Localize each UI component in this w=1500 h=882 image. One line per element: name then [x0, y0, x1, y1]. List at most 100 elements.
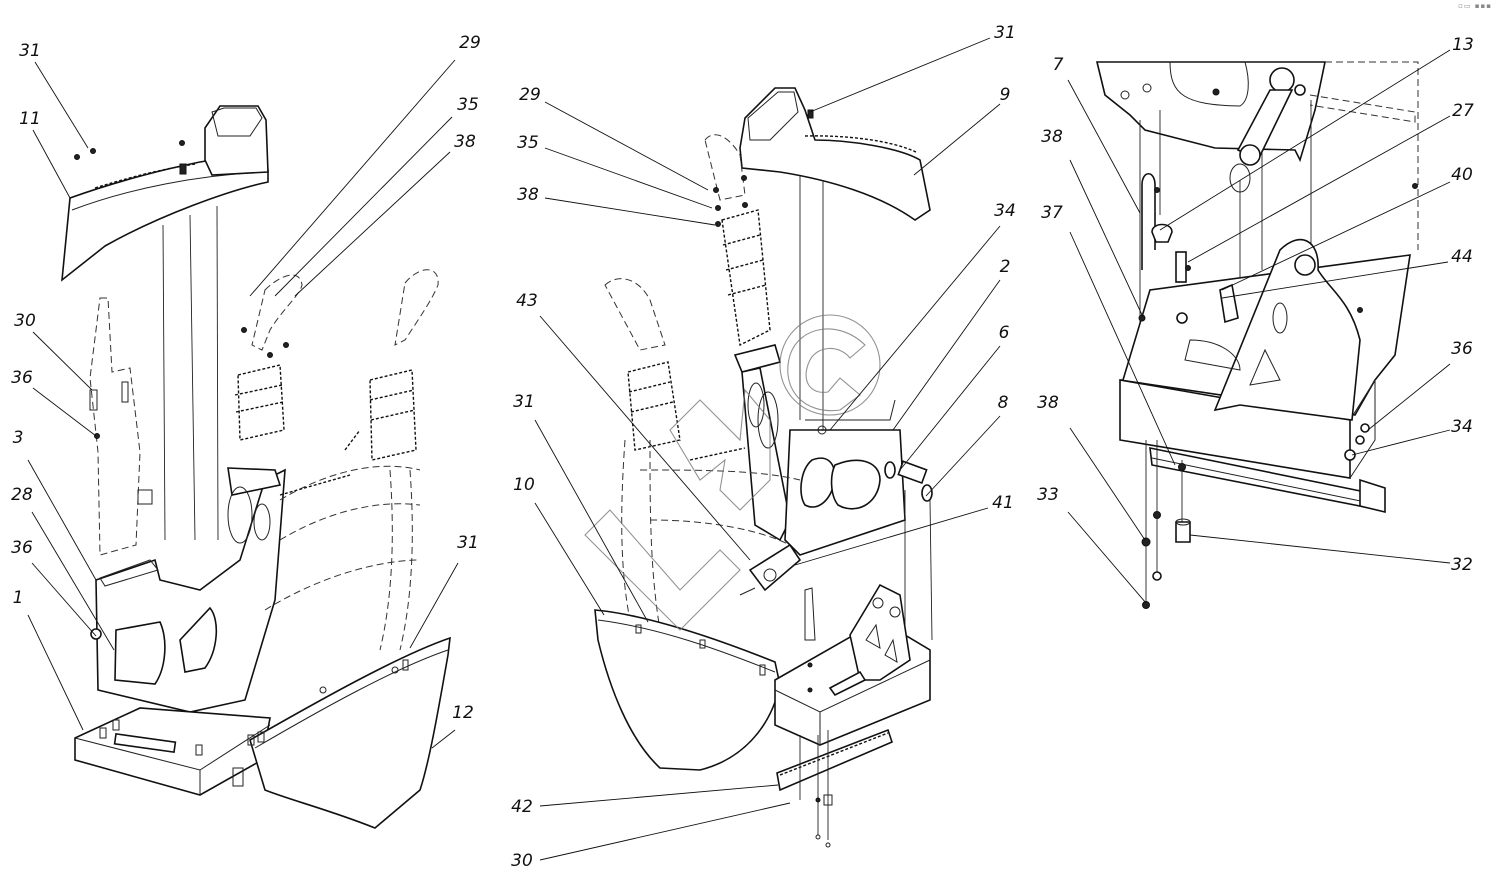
part-joystick-middle: [704, 134, 771, 347]
callout-label: 38: [454, 132, 476, 152]
part-pedestal-body: [90, 467, 286, 713]
callout-label: 34: [1451, 417, 1473, 437]
callout-label: 28: [11, 485, 33, 505]
part-joystick-left: [234, 274, 303, 441]
part-side-fastener: [1344, 423, 1370, 461]
part-side-fairing-middle: [594, 609, 781, 771]
callout-label: 29: [459, 33, 481, 53]
part-bracket: [739, 543, 802, 596]
leader-line: [1069, 427, 1146, 541]
part-side-pillar: [89, 297, 153, 556]
callout-label: 31: [19, 41, 41, 61]
part-armrest-cover-right: [739, 87, 931, 221]
part-side-fairing: [247, 636, 451, 829]
callout-label: 1: [13, 588, 24, 608]
callout-label: 9: [1000, 85, 1011, 105]
callout-label: 6: [999, 323, 1010, 343]
part-armrest-cover-left: [61, 105, 269, 282]
leader-line: [1187, 115, 1451, 263]
watermark: [584, 314, 881, 631]
leader-line: [31, 562, 97, 637]
middle-view: [584, 87, 933, 848]
callout-label: 8: [998, 393, 1009, 413]
part-upper-plate: [1095, 61, 1419, 250]
part-rail: [776, 728, 893, 848]
corner-mark: ▫▭ ▪▪▪: [1458, 2, 1492, 10]
leader-line: [1189, 534, 1451, 564]
callout-label: 35: [517, 133, 539, 153]
leader-line: [274, 116, 453, 297]
left-view-callouts: 31 11 29 35 38 30 36 3 28 36 1 31 12: [11, 33, 481, 749]
callout-label: 30: [511, 851, 533, 871]
callout-label: 40: [1451, 165, 1473, 185]
part-console-housing: [733, 344, 906, 556]
leader-line: [1067, 511, 1147, 604]
callout-label: 42: [511, 797, 533, 817]
leader-line: [899, 345, 1001, 471]
part-base-plate-left: [74, 707, 271, 796]
leader-line: [1067, 79, 1141, 214]
leader-line: [913, 103, 1001, 176]
callout-label: 44: [1451, 247, 1473, 267]
leader-line: [294, 151, 451, 297]
leader-line: [32, 129, 71, 199]
callout-label: 36: [11, 368, 33, 388]
leader-line: [32, 331, 93, 391]
callout-label: 3: [13, 428, 24, 448]
leader-line: [31, 511, 115, 651]
leader-line: [544, 197, 716, 226]
callout-label: 29: [519, 85, 541, 105]
callout-label: 33: [1037, 485, 1059, 505]
callout-label: 30: [14, 311, 36, 331]
leader-line: [27, 459, 97, 581]
callout-label: 10: [513, 475, 535, 495]
leader-line: [1069, 231, 1176, 466]
callout-label: 12: [452, 703, 474, 723]
leader-line: [794, 507, 989, 566]
callout-label: 36: [11, 538, 33, 558]
part-bottom-fasteners: [1141, 440, 1191, 609]
middle-view-callouts: 31 29 9 35 38 34 2 43 6 31 8 10 41 42 30: [511, 23, 1016, 871]
callout-label: 11: [19, 109, 41, 129]
callout-label: 38: [517, 185, 539, 205]
callout-label: 7: [1053, 55, 1064, 75]
leader-line: [539, 802, 791, 861]
leader-line: [431, 729, 456, 749]
leader-line: [1159, 49, 1451, 231]
leader-line: [539, 315, 751, 561]
leader-line: [34, 61, 89, 149]
callout-label: 37: [1041, 203, 1063, 223]
leader-line: [249, 59, 456, 297]
leader-line: [1221, 261, 1449, 299]
callout-label: 41: [992, 493, 1014, 513]
leader-line: [809, 37, 991, 113]
callout-label: 35: [457, 95, 479, 115]
callout-label: 31: [457, 533, 479, 553]
callout-label: 2: [1000, 257, 1011, 277]
part-rail-right: [1149, 446, 1386, 514]
leader-line: [1351, 429, 1451, 456]
leader-line: [27, 614, 84, 731]
callout-label: 31: [513, 392, 535, 412]
callout-label: 38: [1037, 393, 1059, 413]
part-base-plate-middle: [774, 583, 931, 746]
callout-label: 36: [1451, 339, 1473, 359]
leader-line: [534, 419, 649, 623]
callout-label: 32: [1451, 555, 1473, 575]
callout-label: 31: [994, 23, 1016, 43]
part-lower-plate: [1119, 183, 1418, 479]
leader-line: [534, 502, 605, 616]
leader-line: [1367, 363, 1451, 431]
left-view: [61, 105, 451, 829]
callout-label: 34: [994, 201, 1016, 221]
callout-label: 43: [516, 291, 538, 311]
callout-label: 38: [1041, 127, 1063, 147]
leader-line: [539, 784, 779, 807]
leader-line: [32, 387, 97, 437]
leader-line: [544, 101, 709, 191]
right-view: [1095, 61, 1419, 609]
leader-line: [829, 225, 1001, 431]
